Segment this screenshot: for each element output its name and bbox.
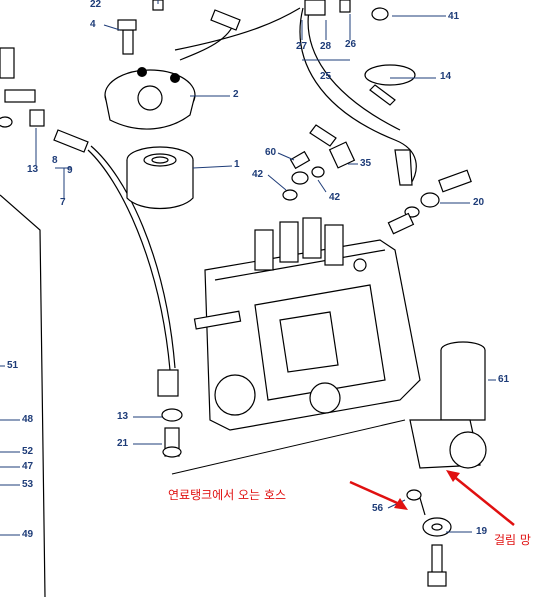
part-label: 2 — [233, 89, 239, 100]
strainer-annotation: 걸림 망 — [494, 533, 531, 547]
part-label: 56 — [372, 503, 384, 514]
part-label: 60 — [265, 147, 277, 158]
bottom-fittings — [406, 489, 452, 587]
fuel-hose-annotation: 연료탱크에서 오는 호스 — [168, 488, 287, 502]
part-label: 28 — [320, 41, 332, 52]
part-label: 13 — [117, 411, 129, 422]
part-label: 9 — [67, 165, 73, 176]
injection-pump — [193, 217, 421, 431]
part-label: 51 — [7, 360, 19, 371]
part-label: 35 — [360, 158, 372, 169]
part-label: 53 — [22, 479, 34, 490]
hose-clamp — [364, 64, 416, 106]
part-label: 14 — [440, 71, 452, 82]
side-panel-frame — [0, 194, 46, 598]
part-label: 8 — [52, 155, 58, 166]
top-fittings — [152, 0, 389, 31]
part-label: 13 — [27, 164, 39, 175]
leader-lines — [0, 0, 496, 536]
part-label: 52 — [22, 446, 34, 457]
banjo-fittings — [282, 124, 472, 235]
part-label: 42 — [252, 169, 264, 180]
part-label: 27 — [296, 41, 308, 52]
part-label: 26 — [345, 39, 357, 50]
filter-cartridge — [126, 146, 194, 209]
part-label: 41 — [448, 11, 460, 22]
part-label: 61 — [498, 374, 510, 385]
part-label: 22 — [90, 0, 102, 10]
part-label: 4 — [90, 19, 96, 30]
part-label: 19 — [476, 526, 488, 537]
part-label: 47 — [22, 461, 34, 472]
left-fittings — [0, 47, 89, 153]
part-label: 25 — [320, 71, 332, 82]
part-label: 48 — [22, 414, 34, 425]
filter-head — [104, 19, 196, 130]
part-label: 7 — [60, 197, 66, 208]
priming-pump — [409, 341, 487, 469]
part-label: 42 — [329, 192, 341, 203]
lower-left-fittings — [157, 369, 183, 458]
part-label: 21 — [117, 438, 129, 449]
part-label: 20 — [473, 197, 485, 208]
part-label: 49 — [22, 529, 34, 540]
annotation-arrows — [349, 470, 515, 526]
part-label: 1 — [234, 159, 240, 170]
